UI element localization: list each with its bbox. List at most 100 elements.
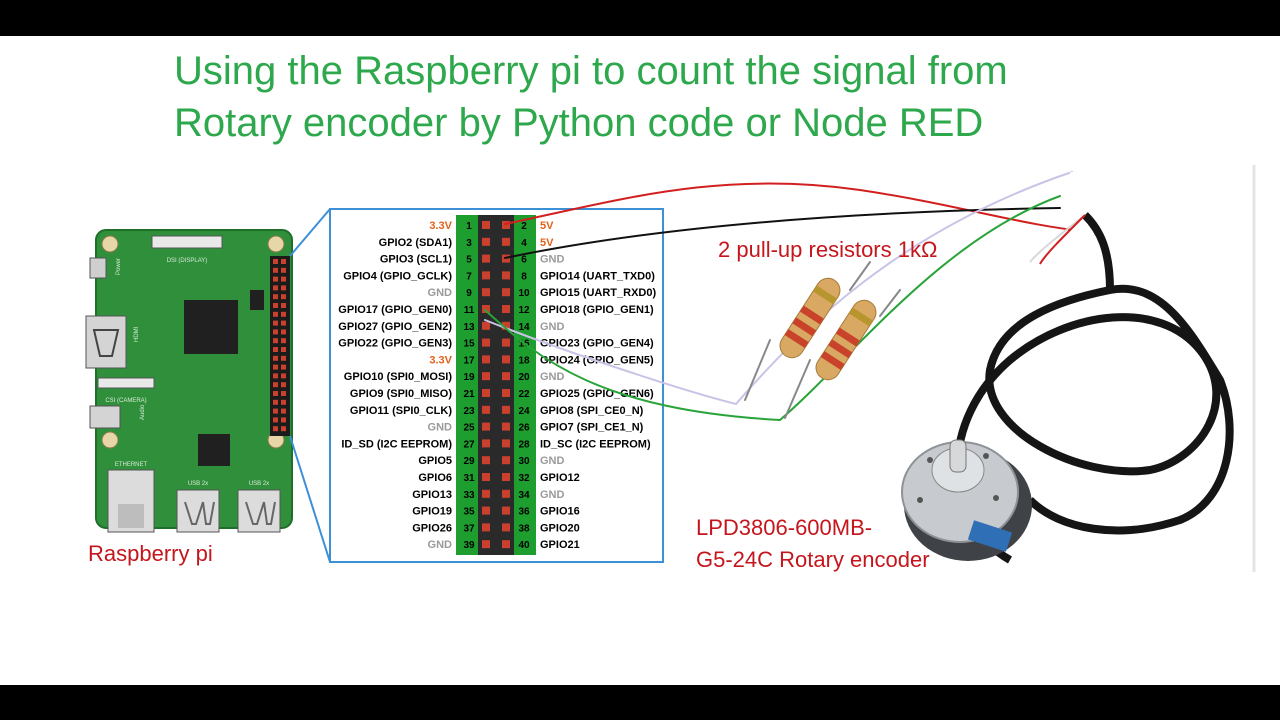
pin-pad-odd [482,405,490,414]
pin-number-even: 22 [518,389,530,400]
pin-label-right: GPIO15 (UART_RXD0) [540,287,656,299]
green-wire [484,195,1061,422]
raspberry-pi-label: Raspberry pi [88,541,213,566]
pin-number-odd: 17 [463,355,475,366]
pin-label-right: GPIO23 (GPIO_GEN4) [540,338,654,350]
title-line-1: Using the Raspberry pi to count the sign… [174,49,1008,93]
pin-number-odd: 39 [463,540,475,551]
board-header-pin [273,303,278,308]
pin-number-odd: 25 [463,423,475,434]
encoder-label-line-1: LPD3806-600MB- [696,515,873,540]
board-header-pin [273,408,278,414]
pin-number-odd: 29 [463,456,475,467]
board-header-pin [273,338,278,344]
zoom-line-top [289,208,331,257]
pin-pad-odd [482,372,490,381]
board-header-pin [273,294,278,300]
pin-pad-even [502,523,510,532]
pin-label-left: GPIO27 (GPIO_GEN2) [338,321,452,333]
pin-pad-even [502,473,510,481]
pin-pad-odd [482,389,490,397]
board-header-pin [273,259,278,264]
board-gpio-header [273,259,286,432]
board-header-pin [281,320,286,326]
resistor-2 [815,299,877,381]
pin-number-even: 12 [518,305,530,316]
pin-label-left: GPIO6 [418,472,452,484]
white-wire [484,171,1073,406]
pin-number-odd: 33 [463,490,475,501]
board-header-pin [273,417,278,423]
pin-pad-odd [482,355,490,364]
pin-number-even: 26 [518,423,530,434]
board-header-pin [273,355,278,361]
board-header-pin [273,320,278,326]
red-wire [504,182,1091,233]
board-header-pin [281,399,286,405]
pin-number-odd: 37 [463,523,475,534]
pin-pad-odd [482,288,490,297]
pin-pad-odd [482,439,490,448]
pin-pad-even [502,439,510,448]
pin-label-right: GPIO16 [540,506,580,518]
hdmi-label: HDMI [134,326,140,342]
board-header-pin [273,285,278,291]
pin-label-left: GND [428,422,453,434]
pin-number-even: 18 [518,355,530,366]
board-header-pin [273,373,278,379]
pin-pad-even [502,237,510,246]
encoder-cable [953,284,1234,564]
pin-pad-odd [482,338,490,347]
pin-pad-even [502,506,510,515]
pin-label-left: GPIO19 [412,506,452,518]
black-wire [504,207,1061,259]
pin-label-right: GPIO20 [540,522,580,534]
pin-number-even: 38 [518,523,530,534]
pin-label-right: ID_SC (I2C EEPROM) [540,438,651,450]
pin-number-odd: 23 [463,406,475,417]
board-header-pin [281,267,286,273]
board-header-pin [281,364,286,370]
board-header-pin [281,426,286,432]
board-header-pin [281,338,286,344]
pin-label-left: GND [428,287,453,299]
pin-number-odd: 31 [463,473,475,484]
audio-label: Audio [140,404,146,420]
pin-pad-even [502,372,510,381]
pin-pad-even [502,221,510,229]
pin-number-odd: 7 [466,271,472,282]
wires [484,171,1091,422]
pin-pad-odd [482,271,490,280]
board-header-pin [273,426,278,432]
pin-pad-even [502,422,510,431]
pin-label-right: 5V [540,220,554,232]
pin-pad-even [502,456,510,465]
letterbox-bottom [0,685,1280,720]
board-header-pin [273,391,278,396]
raspberry-pi-board: DSI (DISPLAY) Power HDMI CSI (CAMERA) Au… [85,229,293,533]
pin-label-right: GND [540,371,565,383]
pin-label-right: GND [540,455,565,467]
pin-pad-even [502,389,510,397]
display-label: DSI (DISPLAY) [167,258,208,264]
title-line-2: Rotary encoder by Python code or Node RE… [174,101,984,145]
pin-number-even: 10 [518,288,530,299]
pin-label-right: GPIO8 (SPI_CE0_N) [540,405,644,417]
pin-number-even: 34 [518,490,530,501]
pin-label-left: GND [428,539,453,551]
pin-pad-even [502,489,510,498]
letterbox-top [0,0,1280,36]
pin-number-even: 4 [521,238,527,249]
pin-label-left: GPIO4 (GPIO_GCLK) [343,270,452,282]
pin-pad-odd [482,254,490,263]
